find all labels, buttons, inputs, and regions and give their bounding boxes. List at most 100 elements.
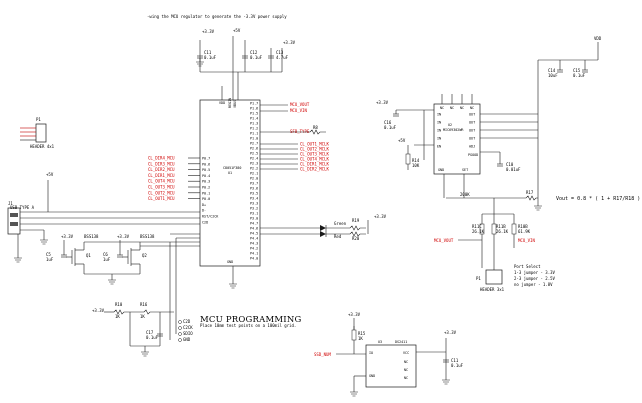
- svg-text:MIC69302WR: MIC69302WR: [443, 128, 464, 132]
- svg-text:GND: GND: [438, 168, 444, 172]
- svg-text:+3.3V: +3.3V: [348, 312, 361, 317]
- header-p1: P1 HEADER 4x1: [20, 117, 55, 149]
- net-cl-out: CL_OUT3_MCLK: [300, 152, 329, 157]
- usb-connector: J1 USB TYPE A: [7, 201, 200, 263]
- mcu-right-pin: P1.5: [250, 112, 258, 116]
- svg-text:0.01uF: 0.01uF: [506, 167, 521, 172]
- mcu-left-pin: P0.5: [202, 168, 210, 172]
- svg-text:R11C: R11C: [472, 224, 482, 229]
- mcu-right-pin: P2.2: [250, 167, 258, 171]
- mcu-right-pin: P4.3: [250, 242, 258, 246]
- svg-text:1K: 1K: [115, 314, 120, 319]
- net-cl-mcu: CL_DIR1_MCU: [148, 173, 175, 178]
- svg-text:R11B: R11B: [496, 224, 506, 229]
- svg-text:26.1K: 26.1K: [472, 229, 485, 234]
- svg-text:R20: R20: [352, 236, 360, 241]
- svg-text:26.1K: 26.1K: [496, 229, 509, 234]
- reg-top-pin: NC: [440, 106, 444, 110]
- reg-left-pin: IN: [437, 113, 441, 117]
- svg-text:P1: P1: [36, 117, 41, 122]
- svg-text:C11: C11: [451, 358, 459, 363]
- power-flag-3: +3.3V: [283, 40, 296, 45]
- svg-text:1K: 1K: [140, 314, 145, 319]
- net-cl-mcu: CL_OUT1_MCU: [148, 196, 175, 201]
- svg-text:IO: IO: [369, 351, 373, 355]
- svg-text:R16: R16: [140, 302, 148, 307]
- svg-text:Q2: Q2: [142, 253, 147, 258]
- svg-text:C17: C17: [146, 330, 154, 335]
- svg-text:VCC: VCC: [403, 351, 409, 355]
- net-mcu-vin: MCU_VIN: [290, 108, 307, 113]
- svg-text:0.1uF: 0.1uF: [451, 363, 464, 368]
- mcu-ref: U1: [228, 171, 232, 175]
- mcu-top-pin-vdd: VDD: [219, 101, 225, 105]
- reg-left-pin: IN: [437, 137, 441, 141]
- mcu-top-pin-regin: REGIN: [228, 98, 232, 108]
- svg-text:+3.3V: +3.3V: [61, 234, 74, 239]
- svg-text:+3.3V: +3.3V: [117, 234, 130, 239]
- svg-text:+5V: +5V: [398, 138, 406, 143]
- net-mcu-vin-2: MCU_VIN: [518, 238, 535, 243]
- port-select-note: Port Select 1-3 jumper - 3.3V 2-3 jumper…: [514, 264, 556, 287]
- svg-text:R10: R10: [115, 302, 123, 307]
- reg-right-pin: OUT: [469, 129, 475, 133]
- svg-text:10K: 10K: [412, 163, 420, 168]
- net-cl-mcu: CL_DIR3_MCU: [148, 161, 175, 166]
- mcu-right-pin: P3.5: [250, 192, 258, 196]
- svg-text:GND: GND: [369, 374, 375, 378]
- mcu-right-pin: P1.3: [250, 122, 258, 126]
- net-mcu-vout-2: MCU_VOUT: [434, 238, 454, 243]
- mcu-top-pin-vbus: VBUS: [233, 100, 237, 108]
- svg-text:HEADER 3x1: HEADER 3x1: [480, 287, 505, 292]
- mcu-right-pin: P2.7: [250, 142, 258, 146]
- net-cl-out: CL_OUT2_MCLK: [300, 147, 329, 152]
- mcu-left-pin: P0.2: [202, 186, 210, 190]
- reg-right-pin: OUT: [469, 137, 475, 141]
- svg-text:C11: C11: [204, 50, 212, 55]
- svg-text:R15: R15: [358, 331, 366, 336]
- reg-left-pin: EN: [437, 145, 441, 149]
- reg-left-pin: IN: [437, 129, 441, 133]
- cap-c15: C15 0.1uF: [573, 60, 588, 78]
- mcu-right-pin: P4.0: [250, 257, 258, 261]
- svg-text:200K: 200K: [460, 192, 470, 197]
- reg-top-pin: NC: [450, 106, 454, 110]
- reg-top-pin: NC: [460, 106, 464, 110]
- svg-text:1K: 1K: [358, 336, 363, 341]
- net-ssd-num: SSD_NUM: [314, 352, 331, 357]
- mcu-block: C8051F380 U1 VDD REGIN VBUS GND P0.7P0.6…: [199, 36, 283, 289]
- net-cl-out: CL_DIR1_MCLK: [300, 162, 329, 167]
- svg-text:0.1uF: 0.1uF: [384, 125, 397, 130]
- prog-circuit: +3.3V R10 1K R16 1K C17 0.1uF C2D C2CK S…: [92, 233, 200, 346]
- net-sfb-type: SFB_TYPE: [290, 129, 310, 134]
- mcu-right-pin: P3.1: [250, 212, 258, 216]
- mcu-right-pin: P4.1: [250, 252, 258, 256]
- power-flag-2: +5V: [233, 28, 241, 33]
- net-mcu-vout: MCU_VOUT: [290, 102, 310, 107]
- vdd-flag: VDD: [594, 36, 602, 41]
- svg-text:BSS138: BSS138: [140, 234, 155, 239]
- svg-text:C10: C10: [506, 162, 514, 167]
- net-cl-out: CL_DIR2_MCLK: [300, 167, 329, 172]
- mcu-left-pin: P0.7: [202, 157, 210, 161]
- usb-power-flag: +5V: [46, 172, 54, 177]
- ds2411-block: DS2411 U3 IO GND VCC NC NC NC: [365, 340, 417, 388]
- vout-formula: Vout = 0.8 * ( 1 + R17/R18 ): [556, 196, 640, 202]
- svg-text:C2CK: C2CK: [183, 325, 193, 330]
- mcu-right-pin: P1.2: [250, 127, 258, 131]
- svg-text:HEADER 4x1: HEADER 4x1: [30, 144, 55, 149]
- svg-text:C2D: C2D: [183, 319, 191, 324]
- mcu-right-pin: P3.4: [250, 197, 258, 201]
- prog-sub: Place 10mm test points on a 100mil grid.: [200, 323, 296, 328]
- svg-text:+3.3V: +3.3V: [374, 214, 387, 219]
- svg-text:1uF: 1uF: [103, 257, 111, 262]
- mcu-right-pin: P2.3: [250, 162, 258, 166]
- svg-text:C14: C14: [548, 68, 556, 73]
- r8-label: R8: [313, 125, 318, 130]
- svg-text:no jumper - 1.8V: no jumper - 1.8V: [514, 282, 553, 287]
- port-select-resistors: R11C 26.1K R11B 26.1K R10B 61.9K: [472, 198, 531, 270]
- svg-text:SDIO: SDIO: [183, 331, 193, 336]
- cap-c10: C10 0.01uF: [497, 152, 521, 172]
